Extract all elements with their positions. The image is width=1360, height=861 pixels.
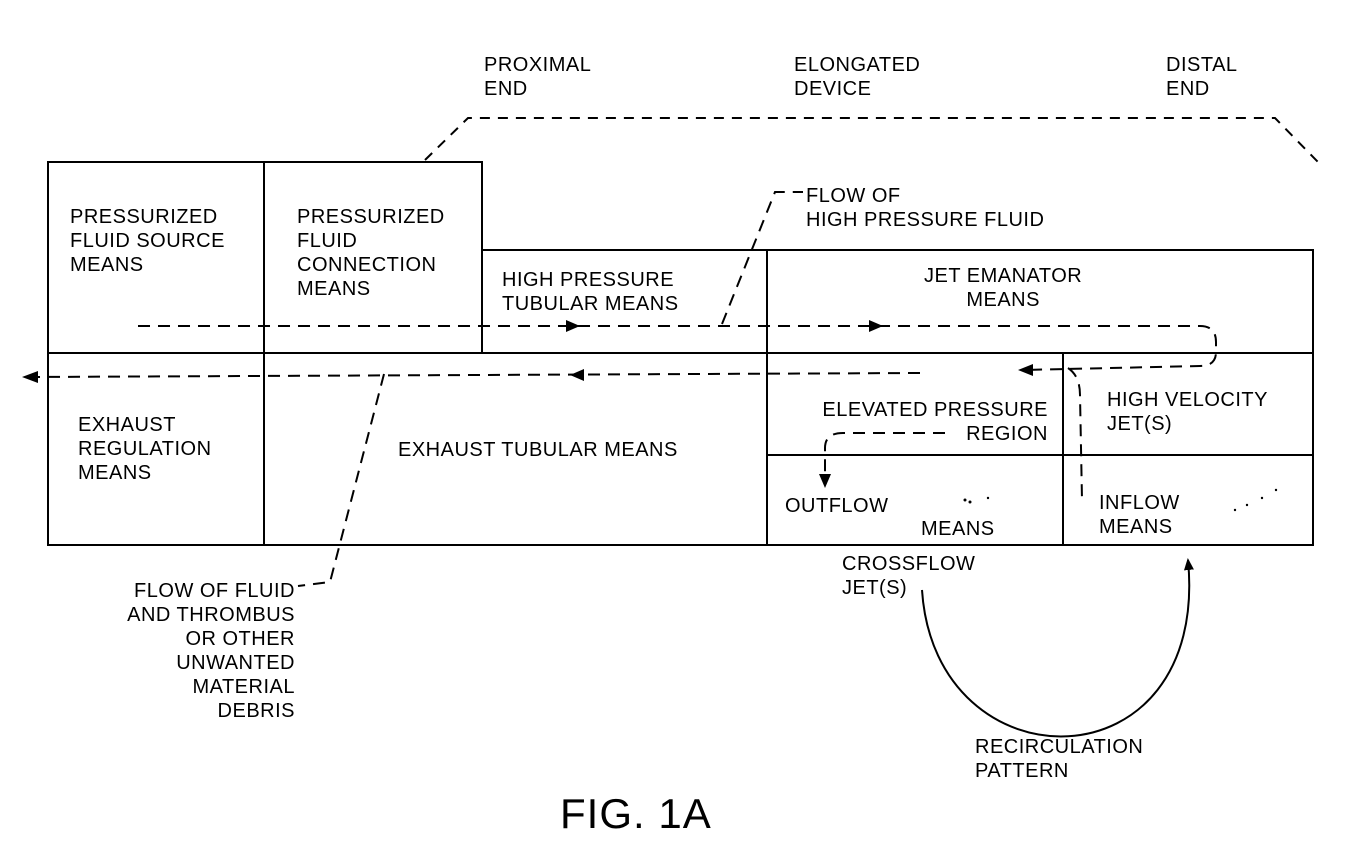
elongated-device-bracket [425,118,1318,162]
figure-caption: FIG. 1A [560,788,712,840]
elongated-device-label: ELONGATED DEVICE [794,53,920,101]
arrow-into-jet-region [1018,364,1033,376]
arrow-outflow-down [819,474,831,488]
elevated-pressure-label: ELEVATED PRESSURE REGION [785,398,1048,446]
crossflow-jet-label: CROSSFLOW JET(S) [842,552,975,600]
outflow-means-label: MEANS [921,517,995,541]
inflow-means-label: INFLOW MEANS [1099,491,1180,539]
high-pressure-flow-path [138,326,1216,370]
inflow-path [1068,368,1082,500]
flow-high-pressure-label: FLOW OF HIGH PRESSURE FLUID [806,184,1044,232]
high-pressure-fluid-leader [722,192,803,324]
thrombus-flow-leader [298,374,384,586]
arrow-exhaust-1 [570,369,584,381]
recirculation-pattern-label: RECIRCULATION PATTERN [975,735,1143,783]
exhaust-tubular-label: EXHAUST TUBULAR MEANS [398,438,678,462]
arrow-high-pressure-1 [566,320,580,332]
flow-fluid-thrombus-label: FLOW OF FLUID AND THROMBUS OR OTHER UNWA… [60,579,295,723]
high-velocity-jet-label: HIGH VELOCITY JET(S) [1107,388,1268,436]
arrow-high-pressure-2 [869,320,883,332]
exhaust-flow-path [30,373,920,377]
pressurized-fluid-connection-label: PRESSURIZED FLUID CONNECTION MEANS [297,205,445,301]
proximal-end-label: PROXIMAL END [484,53,591,101]
exhaust-regulation-label: EXHAUST REGULATION MEANS [78,413,212,485]
distal-end-label: DISTAL END [1166,53,1238,101]
outflow-label: OUTFLOW [785,494,889,518]
pressurized-fluid-source-label: PRESSURIZED FLUID SOURCE MEANS [70,205,225,277]
arrow-exhaust-out [22,371,38,383]
jet-emanator-label: JET EMANATOR MEANS [924,264,1082,312]
high-pressure-tubular-label: HIGH PRESSURE TUBULAR MEANS [502,268,679,316]
